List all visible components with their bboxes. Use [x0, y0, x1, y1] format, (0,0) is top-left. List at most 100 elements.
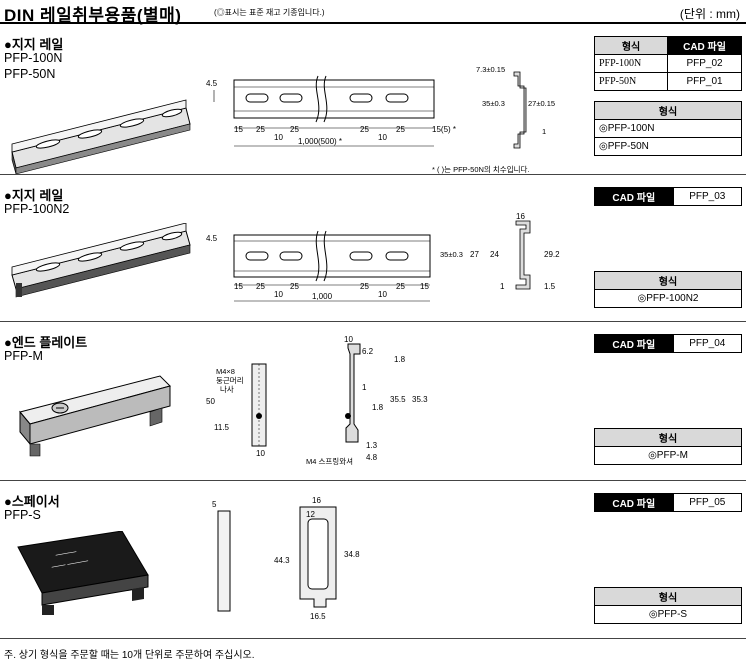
cad-table: CAD 파일 PFP_05: [594, 493, 743, 512]
stock-note: (◎표시는 표준 재고 기종입니다.): [214, 8, 325, 17]
svg-text:34.8: 34.8: [344, 550, 360, 559]
svg-text:4.8: 4.8: [366, 453, 378, 462]
svg-text:25: 25: [290, 282, 299, 291]
section-title: ●지지 레일: [4, 37, 64, 52]
rail-front-drawing: 4.5 15 25 10 25 25 10 25 15(5) * 1,000(5…: [206, 75, 456, 147]
dim-label: 4.5: [206, 79, 218, 88]
svg-text:나사: 나사: [220, 385, 234, 394]
svg-text:7.3±0.15: 7.3±0.15: [476, 65, 505, 74]
svg-text:1: 1: [500, 282, 505, 291]
svg-text:1.5: 1.5: [544, 282, 556, 291]
spacer-illustration: ——— —— ———: [17, 531, 149, 615]
model-name: PFP-100N2: [4, 202, 70, 216]
svg-text:10: 10: [274, 290, 283, 299]
section-support-rail-2: ●지지 레일 PFP-100N2 4.5 15 25 10 25 25 10 2…: [0, 175, 746, 321]
page-title: DIN 레일취부용품(별매): [4, 6, 182, 25]
title-rule: [0, 22, 746, 24]
end-plate-side-drawing: 10 6.2 1.8 1 1.8 35.5 35.3 1.3 4.8: [344, 336, 428, 462]
svg-text:———: ———: [55, 548, 77, 559]
svg-text:29.2: 29.2: [544, 250, 560, 259]
cad-table-header-cad: CAD 파일: [594, 187, 674, 206]
stock-table: 형식 ◎PFP-M: [594, 428, 742, 465]
table-row: ◎PFP-M: [594, 446, 742, 465]
table-row: PFP-50N PFP_01: [593, 72, 742, 91]
cad-table-header-cad: CAD 파일: [667, 36, 742, 55]
svg-text:25: 25: [256, 282, 265, 291]
svg-text:44.3: 44.3: [274, 556, 290, 565]
stock-table: 형식 ◎PFP-100N ◎PFP-50N: [594, 101, 742, 156]
svg-text:1: 1: [542, 127, 546, 136]
end-plate-illustration: [19, 375, 171, 457]
table-row: ◎PFP-S: [594, 605, 742, 624]
svg-text:1: 1: [362, 383, 367, 392]
model-name: PFP-S: [4, 508, 41, 522]
svg-text:50: 50: [206, 397, 215, 406]
rail-illustration: [11, 223, 191, 298]
stock-table-header: 형식: [594, 101, 742, 120]
svg-text:12: 12: [306, 510, 315, 519]
cad-table: CAD 파일 PFP_03: [594, 187, 743, 206]
cad-table: 형식 CAD 파일 PFP-100N PFP_02 PFP-50N PFP_01: [593, 36, 742, 91]
svg-text:10: 10: [378, 290, 387, 299]
svg-text:10: 10: [378, 133, 387, 142]
svg-text:15: 15: [234, 125, 243, 134]
section-divider: [0, 174, 746, 175]
svg-text:둥근머리: 둥근머리: [216, 376, 244, 385]
section-divider: [0, 480, 746, 481]
svg-text:16.5: 16.5: [310, 612, 326, 621]
footnote: 주. 상기 형식을 주문할 때는 10개 단위로 주문하여 주십시오.: [4, 650, 255, 661]
table-row: ◎PFP-100N2: [594, 289, 742, 308]
section-support-rail-1: ●지지 레일 PFP-100N PFP-50N 4.5 15 25 10 25 …: [0, 24, 746, 174]
cad-file: PFP_03: [672, 187, 743, 206]
spacer-side-drawing: 5: [212, 500, 231, 612]
cad-file: PFP_04: [672, 334, 743, 353]
model-name: PFP-M: [4, 349, 43, 363]
svg-text:15: 15: [420, 282, 429, 291]
page-header: DIN 레일취부용품(별매) (◎표시는 표준 재고 기종입니다.) (단위 :…: [0, 0, 746, 25]
unit-note: (단위 : mm): [679, 7, 740, 21]
stock-table-header: 형식: [594, 271, 742, 290]
svg-text:16: 16: [312, 496, 321, 505]
table-row: ◎PFP-100N: [594, 119, 742, 138]
cad-table-header-cad: CAD 파일: [594, 334, 674, 353]
rail-profile-drawing: 16 35±0.3 27 24 29.2 1 1.5: [440, 213, 560, 291]
stock-table: 형식 ◎PFP-100N2: [594, 271, 742, 308]
section-title: ●스페이서: [4, 494, 60, 509]
svg-text:6.2: 6.2: [362, 347, 374, 356]
svg-text:15: 15: [234, 282, 243, 291]
svg-text:27±0.15: 27±0.15: [528, 99, 555, 108]
svg-text:10: 10: [256, 449, 265, 458]
svg-text:25: 25: [256, 125, 265, 134]
section-title: ●지지 레일: [4, 188, 64, 203]
svg-text:24: 24: [490, 250, 499, 259]
section-title: ●엔드 플레이트: [4, 335, 88, 350]
section-end-plate: ●엔드 플레이트 PFP-M M4×8 둥근머리 나사 50 11.5 10 1…: [0, 322, 746, 480]
rail-profile-drawing: 7.3±0.15 35±0.3 27±0.15 1: [476, 65, 555, 149]
svg-text:25: 25: [360, 125, 369, 134]
spacer-front-drawing: 16 12 44.3 34.8 16.5: [274, 496, 360, 621]
rail-illustration: [11, 99, 191, 174]
stock-table: 형식 ◎PFP-S: [594, 587, 742, 624]
svg-text:15(5) *: 15(5) *: [432, 125, 456, 134]
svg-text:35.5: 35.5: [390, 395, 406, 404]
stock-table-header: 형식: [594, 587, 742, 606]
svg-text:4.5: 4.5: [206, 234, 218, 243]
svg-text:35±0.3: 35±0.3: [482, 99, 505, 108]
cad-table: CAD 파일 PFP_04: [594, 334, 743, 353]
svg-text:10: 10: [344, 336, 353, 344]
svg-text:35±0.3: 35±0.3: [440, 250, 463, 259]
washer-label: M4 스프링와셔: [306, 457, 354, 466]
stock-table-header: 형식: [594, 428, 742, 447]
svg-text:1,000(500) *: 1,000(500) *: [298, 137, 342, 146]
svg-text:1.3: 1.3: [366, 441, 378, 450]
svg-text:1,000: 1,000: [312, 292, 333, 301]
svg-text:1.8: 1.8: [394, 355, 406, 364]
svg-text:25: 25: [396, 282, 405, 291]
footer-divider: [0, 638, 746, 639]
section-spacer: ●스페이서 PFP-S ——— —— ——— 5 16 12 44.3 34.8…: [0, 481, 746, 637]
model-name: PFP-50N: [4, 67, 56, 81]
cad-file: PFP_05: [672, 493, 743, 512]
svg-text:35.3: 35.3: [412, 395, 428, 404]
svg-text:25: 25: [396, 125, 405, 134]
table-row: ◎PFP-50N: [594, 137, 742, 156]
